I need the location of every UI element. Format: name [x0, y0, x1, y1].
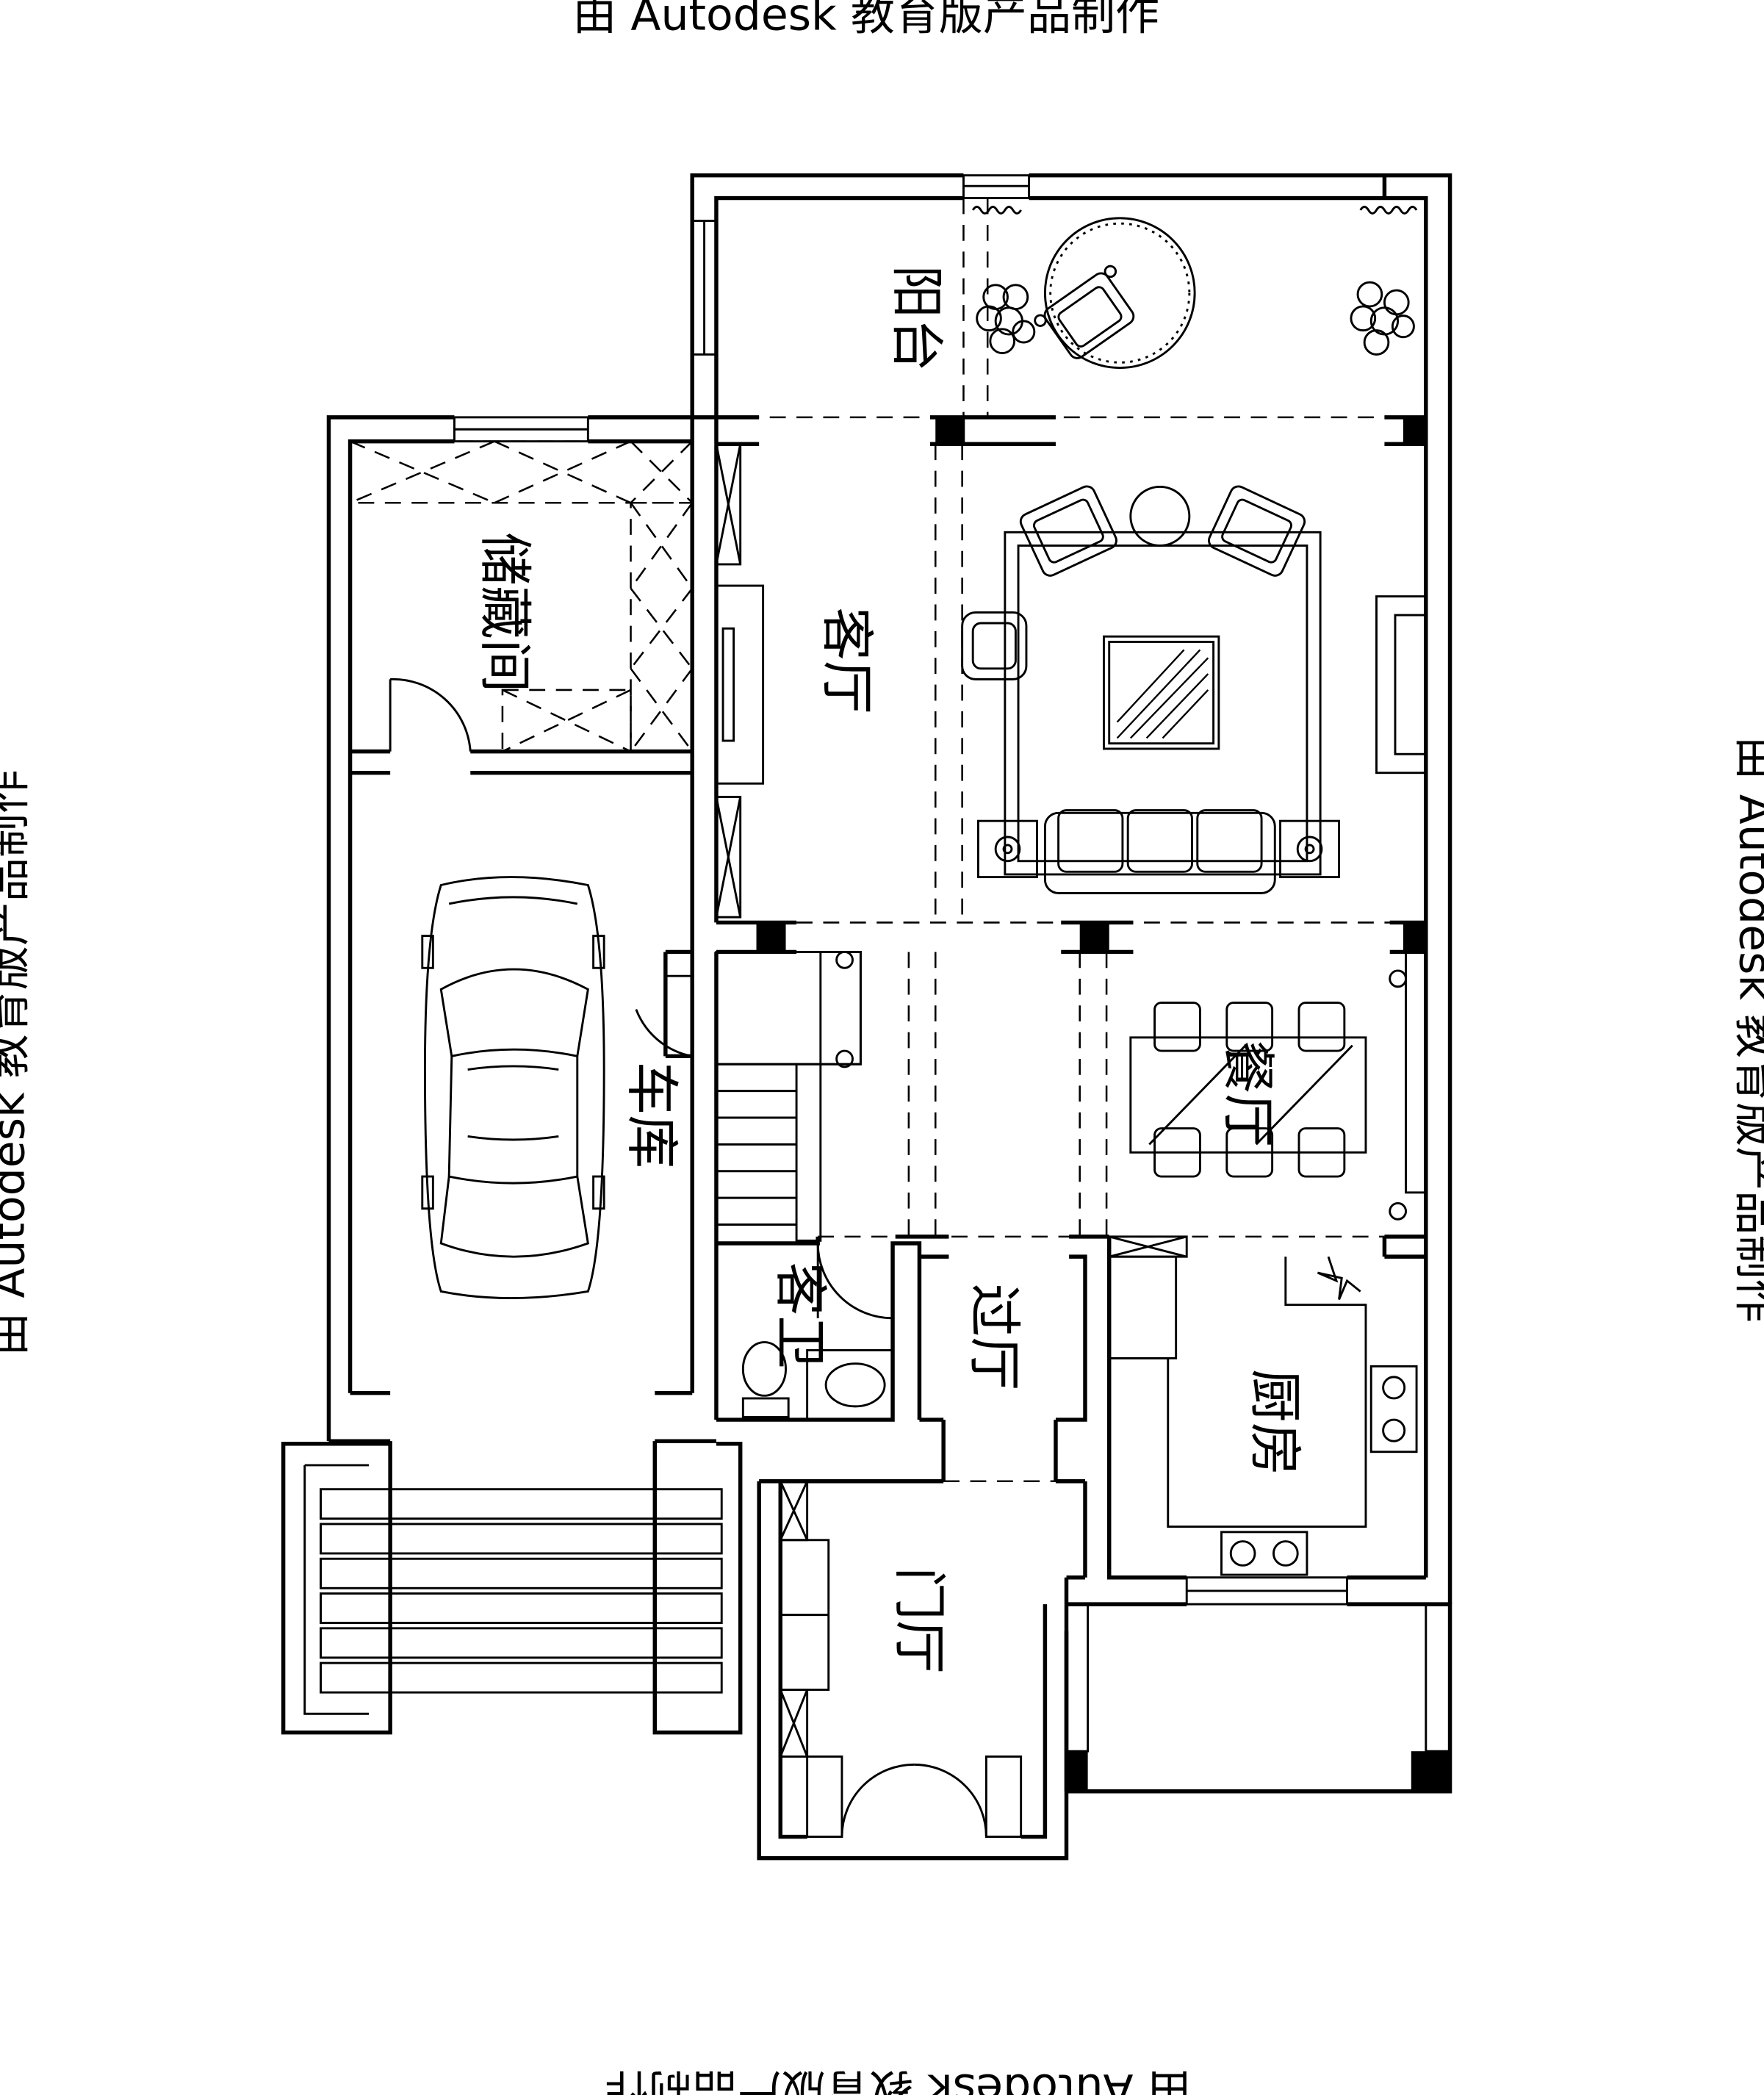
room-label-storage: 储藏间 — [473, 532, 536, 692]
entrance-furniture — [779, 1480, 1023, 1839]
plant-icon — [976, 284, 1036, 355]
hallway-openings — [943, 1235, 1188, 1483]
watermark-bottom: 由 Autodesk 教育版产品制作 — [605, 2063, 1192, 2095]
car-icon — [421, 876, 605, 1299]
living-room-furniture — [715, 442, 1428, 924]
plant-icon — [1350, 281, 1415, 356]
bathroom-fixtures — [741, 1243, 894, 1421]
staircase — [715, 950, 862, 1242]
front-steps — [281, 1441, 743, 1735]
room-label-garage: 车库 — [620, 1062, 683, 1169]
structural-columns — [756, 417, 1450, 1792]
watermark-right: 由 Autodesk 教育版产品制作 — [1729, 736, 1764, 1323]
garage-door — [635, 974, 693, 1057]
room-labels: 阳台 储藏间 客厅 车库 餐厅 客卫 过厅 厨房 门厅 — [473, 265, 1306, 1674]
dining-furniture — [818, 952, 1407, 1238]
kitchen-fixtures — [1108, 1255, 1418, 1576]
room-label-kitchen: 厨房 — [1243, 1369, 1306, 1476]
watermark-left: 由 Autodesk 教育版产品制作 — [0, 769, 35, 1356]
balcony-furniture — [716, 198, 1426, 419]
room-label-guest-bathroom: 客卫 — [768, 1262, 831, 1369]
plant-icon — [1317, 1256, 1361, 1300]
storage-shelving — [349, 440, 694, 752]
room-label-entrance-hall: 门厅 — [888, 1567, 950, 1674]
room-label-balcony: 阳台 — [885, 265, 947, 373]
room-label-living-room: 客厅 — [816, 607, 878, 714]
room-label-dining-room: 餐厅 — [1216, 1040, 1278, 1147]
watermark-top: 由 Autodesk 教育版产品制作 — [572, 0, 1159, 40]
room-label-hallway: 过厅 — [962, 1284, 1025, 1391]
